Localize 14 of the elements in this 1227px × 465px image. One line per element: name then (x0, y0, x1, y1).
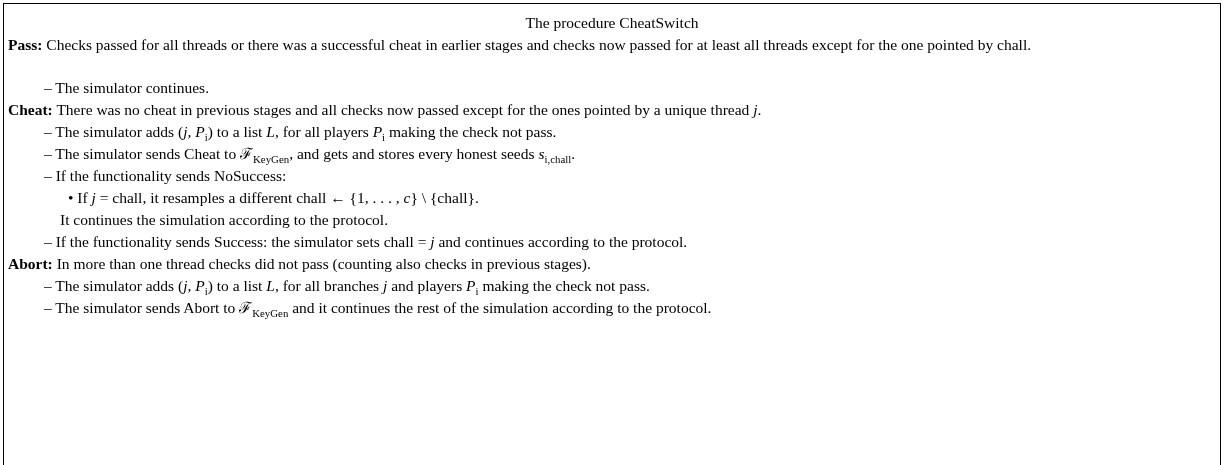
list-item: – The simulator adds (j, P$_{i}$) to a list L, for all players P$_{i}$ making the check not pass. (44, 122, 558, 142)
procedure-title: The procedure CheatSwitch (524, 13, 700, 33)
list-item: • If j = chall, it resamples a different chall ← {1, . . . , c} \ {chall}. (68, 188, 480, 208)
list-item: – The simulator continues. (44, 78, 211, 98)
list-item: – If the functionality sends NoSuccess: (44, 166, 288, 186)
case-description: Cheat: There was no cheat in previous stages and all checks now passed except for the ones pointed by a unique thread j. (8, 100, 763, 120)
list-item: – If the functionality sends Success: the simulator sets chall = j and continues according to the protocol. (44, 232, 689, 252)
case-description: Abort: In more than one thread checks did not pass (counting also checks in previous stages). (8, 254, 592, 274)
procedure-box (3, 3, 1221, 465)
list-item: – The simulator sends Abort to ℱ$_{KeyGen}$ and it continues the rest of the simulation according to the protocol. (44, 298, 713, 318)
case-description: Pass: Checks passed for all threads or there was a successful cheat in earlier stages and checks now passed for at least all threads except for the one pointed by chall. (8, 35, 1033, 55)
list-item: – The simulator adds (j, P$_{i}$) to a list L, for all branches j and players P$_{i}$ making the check not pass. (44, 276, 651, 296)
list-item: It continues the simulation according to the protocol. (60, 210, 389, 230)
list-item: – The simulator sends Cheat to ℱ$_{KeyGen}$, and gets and stores every honest seeds s$_{i,chall}$. (44, 144, 577, 164)
